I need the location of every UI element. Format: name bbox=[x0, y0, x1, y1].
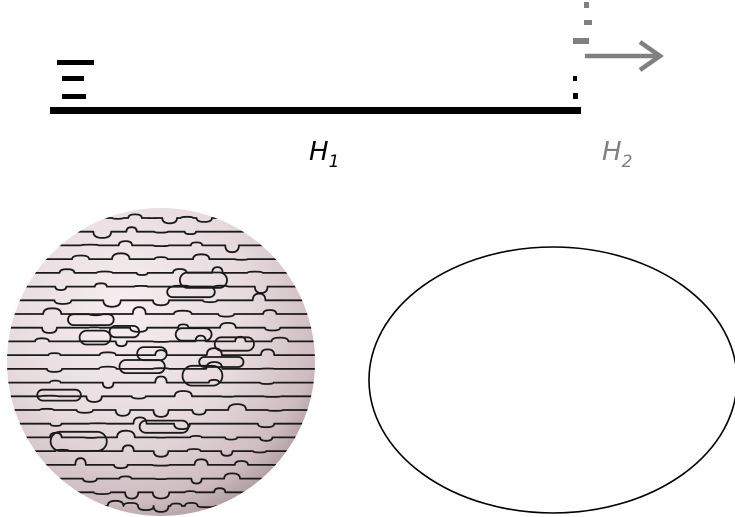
sphere bbox=[7, 208, 315, 516]
curve-loop bbox=[166, 285, 216, 299]
curve-loop bbox=[36, 388, 82, 402]
right-arrow-icon bbox=[585, 40, 664, 72]
curve-loop bbox=[49, 430, 108, 452]
dot-mark-2 bbox=[573, 93, 578, 99]
curve-loop bbox=[78, 329, 112, 346]
curve-loop bbox=[67, 313, 115, 327]
gray-mark-1 bbox=[584, 2, 589, 8]
step-mark-top bbox=[57, 60, 94, 65]
curve-loop bbox=[108, 324, 140, 339]
curve-loop bbox=[213, 336, 255, 352]
gray-mark-3 bbox=[573, 38, 589, 44]
space-filling-curve bbox=[7, 213, 315, 513]
dot-mark-1 bbox=[573, 76, 577, 81]
gray-mark-2 bbox=[584, 20, 592, 25]
h2-label: H2 bbox=[602, 137, 632, 172]
step-mark-bot bbox=[62, 94, 86, 99]
curve-loop bbox=[178, 271, 228, 289]
sphere-with-curve bbox=[7, 208, 315, 516]
h1-label: H1 bbox=[309, 137, 339, 172]
curve-loop bbox=[136, 346, 168, 362]
curve-path bbox=[7, 213, 315, 513]
ellipse-curve bbox=[368, 246, 735, 514]
curve-loop bbox=[198, 356, 245, 368]
curve-loop bbox=[181, 364, 224, 387]
interval-diagram: H1 H2 bbox=[50, 2, 664, 172]
h1-baseline bbox=[50, 107, 581, 114]
step-mark-mid bbox=[62, 76, 84, 81]
curve-loop bbox=[174, 327, 213, 342]
curve-loop bbox=[138, 419, 190, 434]
